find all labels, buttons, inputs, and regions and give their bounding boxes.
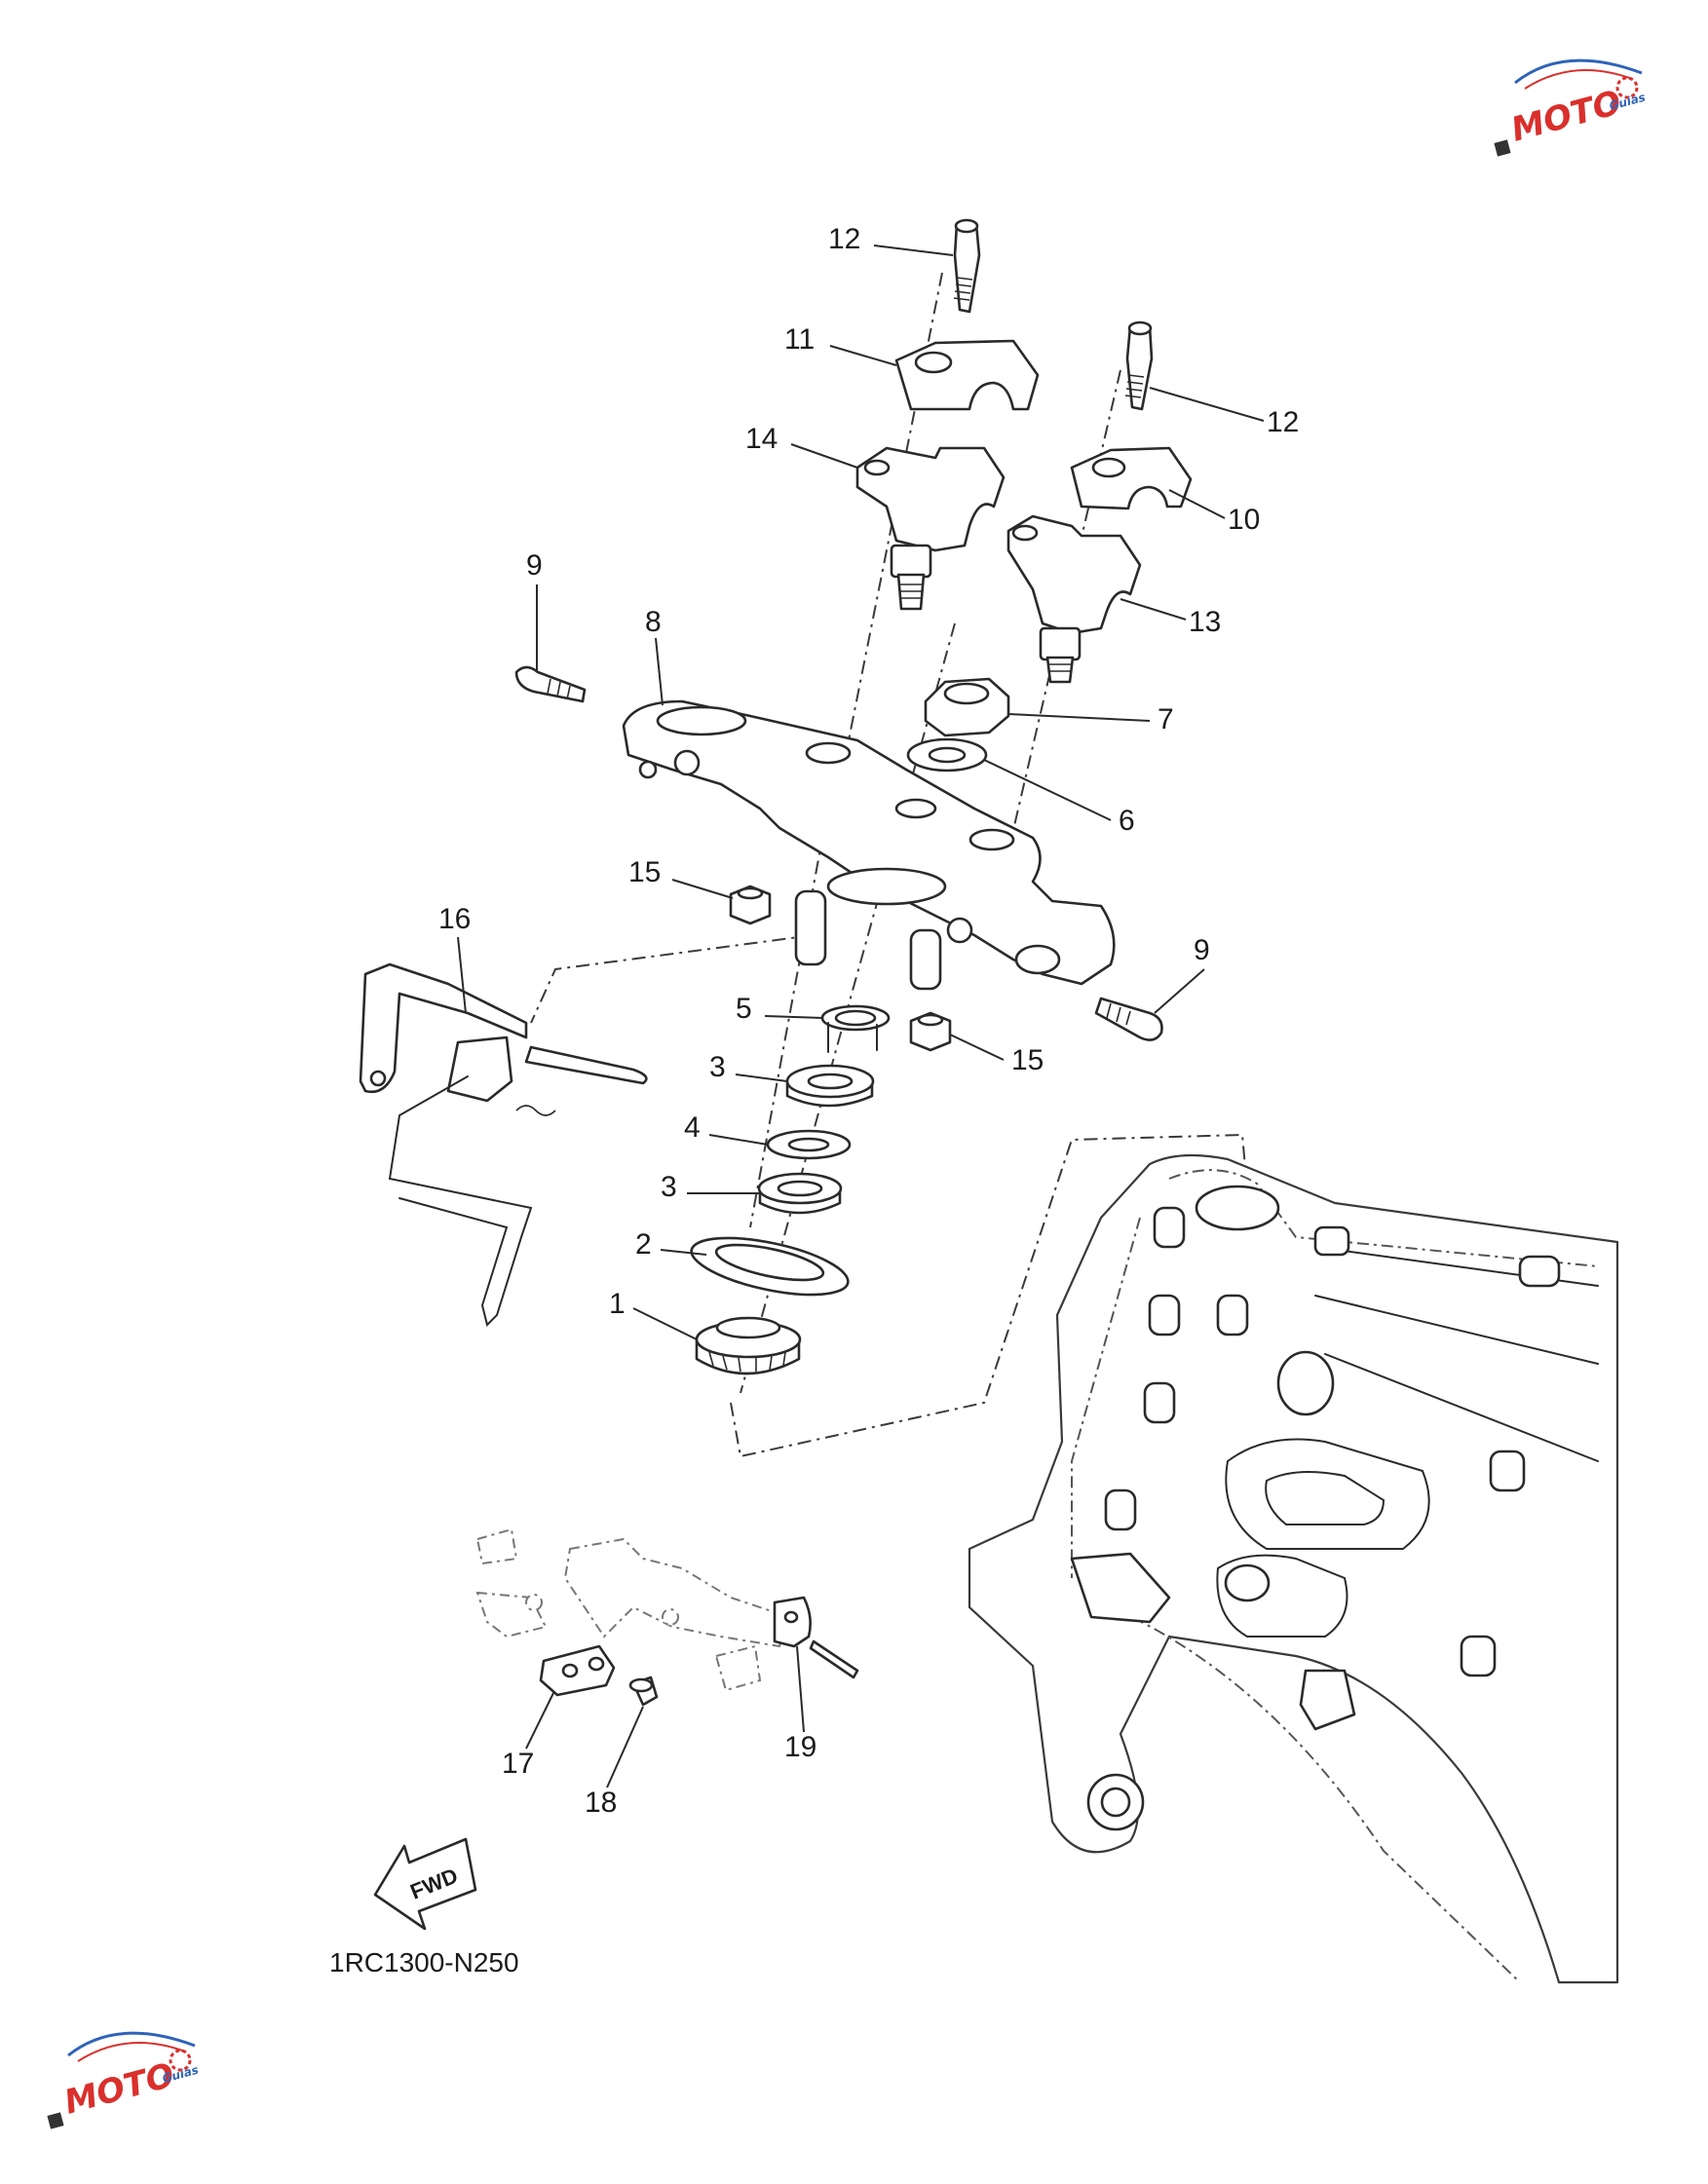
screw-18: [628, 1676, 659, 1707]
callout-6: 6: [1119, 805, 1135, 837]
bolt-12-right: [1124, 320, 1154, 411]
stay-16: [359, 962, 648, 1327]
handlebar-holder-upper-10: [1070, 446, 1193, 510]
handlebar-holder-upper-11: [894, 339, 1040, 411]
callout-14: 14: [745, 423, 778, 455]
callout-9-right: 9: [1194, 934, 1210, 966]
motorcycle-frame: [968, 1153, 1619, 1984]
cable-guide-17: [539, 1644, 616, 1697]
callout-3-lower: 3: [661, 1171, 677, 1203]
callouts: 12 11 12 14 10 13 9 8 7 6 15 16 9 5 15 3: [438, 223, 1299, 1819]
nut-15-right: [909, 1011, 952, 1052]
callout-10: 10: [1228, 504, 1260, 536]
lower-bracket-assembly: [475, 1527, 791, 1692]
callout-19: 19: [784, 1731, 816, 1763]
ring-nut-3-upper: [785, 1064, 875, 1108]
callout-7: 7: [1158, 703, 1174, 735]
fwd-arrow-icon: FWD: [373, 1837, 477, 1931]
bolt-9-left: [514, 665, 587, 703]
callout-8: 8: [645, 606, 662, 638]
callout-13: 13: [1189, 606, 1221, 638]
callout-17: 17: [502, 1748, 534, 1780]
washer-6: [906, 737, 988, 772]
callout-4: 4: [684, 1111, 701, 1144]
clamp-19: [773, 1596, 859, 1679]
ring-nut-3-lower: [757, 1172, 843, 1215]
nut-15-left: [729, 885, 772, 925]
callout-12-right: 12: [1267, 406, 1299, 438]
callout-5: 5: [736, 993, 752, 1025]
callout-9-left: 9: [526, 549, 543, 582]
logo-brand-top: MOTO: [1507, 83, 1625, 149]
washer-4: [766, 1129, 852, 1160]
bearing-1: [695, 1316, 802, 1375]
callout-15-right: 15: [1011, 1044, 1044, 1076]
callout-15-left: 15: [628, 856, 661, 888]
diagram-code: 1RC1300-N250: [329, 1947, 519, 1977]
handlebar-holder-lower-13: [1006, 514, 1142, 684]
upper-bracket-8: [622, 699, 1116, 991]
callout-18: 18: [585, 1787, 617, 1819]
handlebar-holder-lower-14: [855, 446, 1006, 611]
callout-2: 2: [635, 1228, 652, 1261]
callout-12-left: 12: [828, 223, 860, 255]
bolt-9-right: [1094, 997, 1163, 1041]
callout-1: 1: [609, 1288, 626, 1320]
moto-guias-logo-bottom: MOTO Guias: [47, 2031, 200, 2129]
callout-11: 11: [784, 323, 815, 356]
collar-5: [820, 1004, 891, 1053]
moto-guias-logo-top: MOTO Guias: [1494, 58, 1647, 157]
bolt-12-left: [953, 218, 981, 314]
callout-3-upper: 3: [709, 1051, 726, 1083]
steering-nut-7: [924, 677, 1010, 737]
logo-brand-bottom: MOTO: [60, 2055, 178, 2122]
callout-16: 16: [438, 903, 471, 935]
bearing-cover-2: [690, 1236, 850, 1297]
